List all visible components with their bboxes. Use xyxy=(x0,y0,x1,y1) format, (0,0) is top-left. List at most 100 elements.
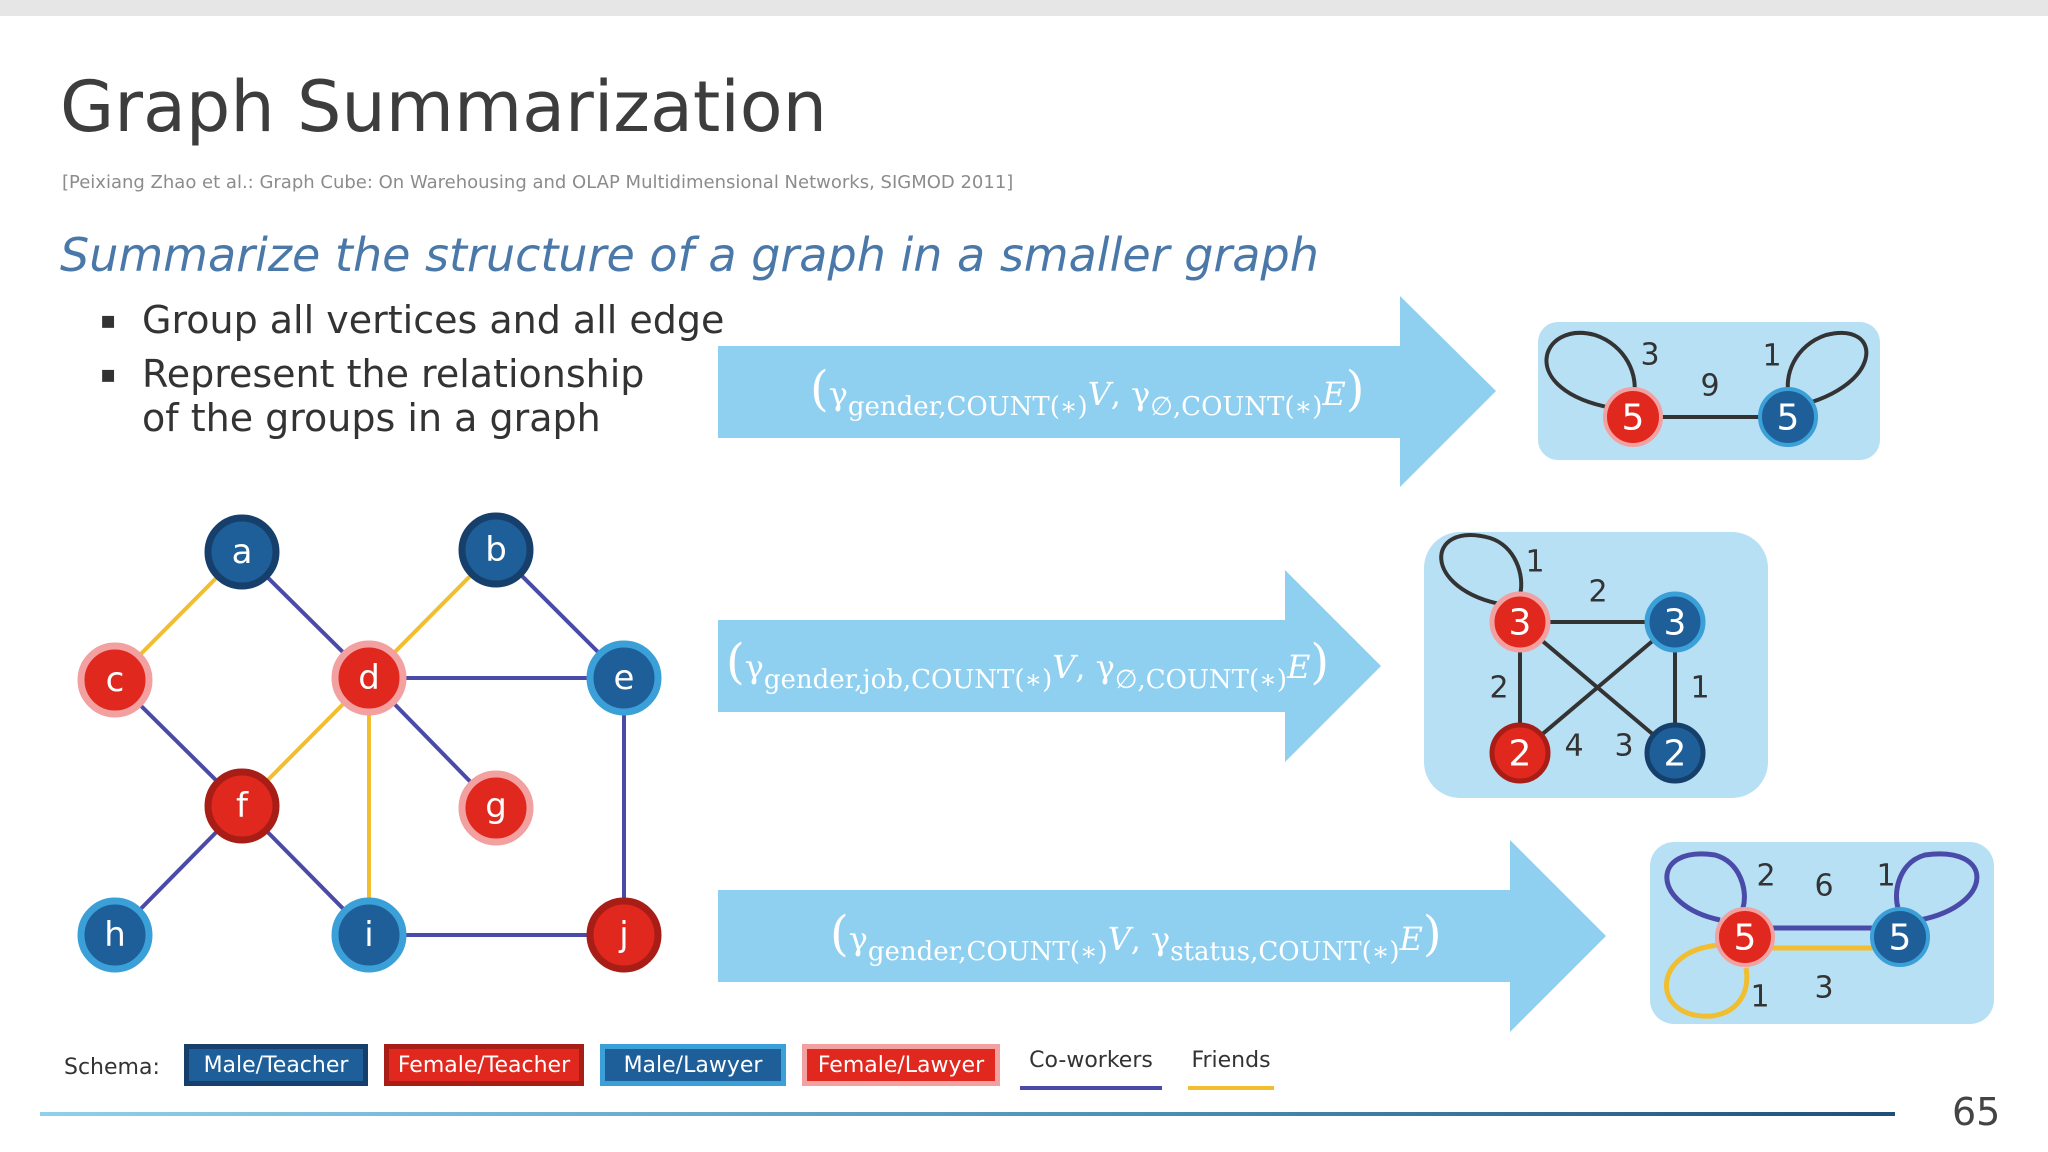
node-label: f xyxy=(236,786,249,826)
edge-count-label: 1 xyxy=(1750,980,1769,1015)
summary-node xyxy=(1603,387,1663,447)
formula-3: (γgender,COUNT(∗)V, γstatus,COUNT(∗)E) xyxy=(830,906,1442,967)
summary-node-label: 5 xyxy=(1889,918,1912,959)
graph-node-g: g xyxy=(458,770,534,846)
edge-count-label: 1 xyxy=(1876,859,1895,894)
graph-node-a: a xyxy=(204,514,280,590)
self-loop-edge xyxy=(1439,533,1524,607)
legend-friends-line xyxy=(1188,1086,1274,1090)
edge-count-label: 1 xyxy=(1762,339,1781,374)
summary-panel-2: 3 3 2 2 1 2 2 1 4 3 xyxy=(1424,532,1768,798)
self-loop-edge xyxy=(1664,942,1750,1019)
summary-node xyxy=(1489,722,1551,784)
edge-count-label: 3 xyxy=(1814,971,1833,1006)
summary-node-label: 2 xyxy=(1664,734,1687,775)
formula-2: (γgender,job,COUNT(∗)V, γ∅,COUNT(∗)E) xyxy=(726,634,1329,695)
node-circle xyxy=(204,514,280,590)
legend-friends-label: Friends xyxy=(1191,1048,1271,1073)
slide-title: Graph Summarization xyxy=(60,66,827,148)
top-bar xyxy=(0,0,2048,16)
arrow-2: (γgender,job,COUNT(∗)V, γ∅,COUNT(∗)E) xyxy=(718,570,1381,762)
node-label: j xyxy=(618,915,628,955)
node-circle xyxy=(458,770,534,846)
summary-node-label: 3 xyxy=(1664,603,1687,644)
graph-node-e: e xyxy=(586,640,662,716)
graph-edges xyxy=(113,548,626,937)
slide-subtitle: Summarize the structure of a graph in a … xyxy=(60,228,1319,282)
edge-count-label: 1 xyxy=(1690,671,1709,706)
node-label: g xyxy=(485,786,507,826)
group-edge xyxy=(1518,620,1677,755)
legend-male-lawyer: Male/Lawyer xyxy=(600,1044,786,1086)
summary-panel-3: 5 5 2 6 1 1 3 xyxy=(1650,842,1994,1024)
node-label: b xyxy=(485,530,507,570)
edge-count-label: 1 xyxy=(1525,545,1544,580)
node-circle xyxy=(331,897,407,973)
summary-node-label: 3 xyxy=(1509,603,1532,644)
node-circle xyxy=(458,512,534,588)
self-loop-edge xyxy=(1894,851,1980,923)
bullet-mark: ▪ xyxy=(100,360,117,388)
node-circle xyxy=(586,897,662,973)
edge-count-label: 4 xyxy=(1564,729,1583,764)
graph-node-f: f xyxy=(204,768,280,844)
summary-node xyxy=(1715,907,1775,967)
edge-count-label: 6 xyxy=(1814,869,1833,904)
bullet-text: Group all vertices and all edge xyxy=(142,298,725,342)
graph-node-j: j xyxy=(586,897,662,973)
summary-node xyxy=(1870,907,1930,967)
summary-node-label: 5 xyxy=(1622,398,1645,439)
legend-male-teacher: Male/Teacher xyxy=(184,1044,368,1086)
node-label: e xyxy=(614,658,635,698)
panel-bg xyxy=(1424,532,1768,798)
node-circle xyxy=(77,642,153,718)
edge-count-label: 2 xyxy=(1756,859,1775,894)
graph-node-b: b xyxy=(458,512,534,588)
edge-count-label: 2 xyxy=(1489,671,1508,706)
bullet-text: of the groups in a graph xyxy=(142,396,601,440)
node-circle xyxy=(77,897,153,973)
node-label: c xyxy=(106,660,125,700)
summary-node-label: 5 xyxy=(1777,398,1800,439)
arrow-1: (γgender,COUNT(∗)V, γ∅,COUNT(∗)E) xyxy=(718,296,1496,487)
graph-node-d: d xyxy=(331,640,407,716)
legend-coworkers-line xyxy=(1020,1086,1162,1090)
node-label: d xyxy=(358,658,380,698)
graph-node-c: c xyxy=(77,642,153,718)
self-loop-edge xyxy=(1785,331,1869,410)
arrow-3: (γgender,COUNT(∗)V, γstatus,COUNT(∗)E) xyxy=(718,840,1606,1032)
page-number: 65 xyxy=(1952,1090,2001,1134)
formula-1: (γgender,COUNT(∗)V, γ∅,COUNT(∗)E) xyxy=(810,361,1364,422)
schema-label: Schema: xyxy=(64,1055,160,1080)
bullet-mark: ▪ xyxy=(100,306,117,334)
edge-count-label: 9 xyxy=(1700,369,1719,404)
node-circle xyxy=(204,768,280,844)
node-label: a xyxy=(232,532,253,572)
self-loop-edge xyxy=(1544,331,1637,410)
summary-node xyxy=(1489,591,1551,653)
citation: [Peixiang Zhao et al.: Graph Cube: On Wa… xyxy=(62,172,1014,193)
node-label: i xyxy=(364,915,373,955)
bottom-rule xyxy=(40,1112,1895,1116)
summary-node xyxy=(1758,387,1818,447)
bullet-text: Represent the relationship xyxy=(142,352,645,396)
edge-count-label: 2 xyxy=(1588,575,1607,610)
node-circle xyxy=(586,640,662,716)
summary-node-label: 5 xyxy=(1734,918,1757,959)
legend-female-teacher: Female/Teacher xyxy=(384,1044,584,1086)
edge-count-label: 3 xyxy=(1614,729,1633,764)
summary-node xyxy=(1644,722,1706,784)
summary-node-label: 2 xyxy=(1509,734,1532,775)
legend-coworkers-label: Co-workers xyxy=(1029,1048,1153,1073)
legend-female-lawyer: Female/Lawyer xyxy=(802,1044,1000,1086)
edge-count-label: 3 xyxy=(1640,338,1659,373)
summary-panel-1: 5 5 3 9 1 xyxy=(1538,322,1880,460)
node-label: h xyxy=(104,915,126,955)
graph-node-h: h xyxy=(77,897,153,973)
graph-node-i: i xyxy=(331,897,407,973)
summary-node xyxy=(1644,591,1706,653)
panel-bg xyxy=(1650,842,1994,1024)
node-circle xyxy=(331,640,407,716)
self-loop-edge xyxy=(1664,851,1747,923)
